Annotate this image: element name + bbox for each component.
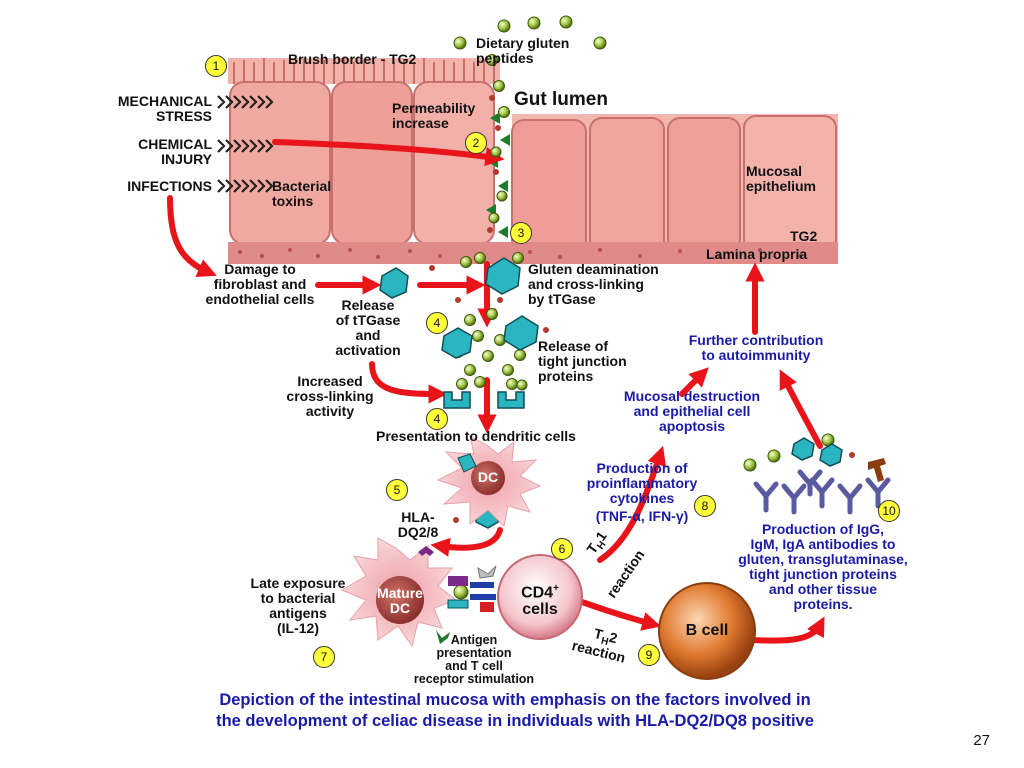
mechanical-stress-label: MECHANICAL STRESS bbox=[117, 93, 212, 124]
release-tight-label: Release of tight junction proteins bbox=[538, 338, 627, 384]
arrow-th1 bbox=[597, 445, 667, 563]
basement-granules bbox=[238, 248, 802, 259]
epithelial-cell bbox=[667, 117, 741, 253]
step-9-badge: 9 bbox=[638, 644, 660, 666]
arrow-injury-to-gap bbox=[272, 139, 505, 167]
figure-caption: Depiction of the intestinal mucosa with … bbox=[216, 691, 814, 730]
further-contribution-label: Further contribution to autoimmunity bbox=[688, 332, 824, 363]
antigen-presentation-label: Antigen presentation and T cell receptor… bbox=[413, 633, 535, 686]
mucosal-destruction-label: Mucosal destruction and epithelial cell … bbox=[623, 388, 761, 434]
arrow-ig-to-destruction bbox=[779, 369, 823, 449]
cd4-t-cell bbox=[497, 554, 583, 640]
ttgase-cube bbox=[503, 315, 539, 351]
dc-nucleus bbox=[471, 461, 505, 495]
ttgase-cube bbox=[485, 257, 521, 295]
step-5-badge: 5 bbox=[386, 479, 408, 501]
mature-dc-nucleus bbox=[376, 576, 424, 624]
mucosal-epithelium-label: Mucosal epithelium bbox=[746, 163, 817, 194]
microvilli bbox=[233, 58, 495, 84]
b-cell-label: B cell bbox=[685, 622, 729, 639]
step-8-badge: 8 bbox=[694, 495, 716, 517]
brush-border-label: Brush border - TG2 bbox=[288, 51, 417, 67]
production-ig-label: Production of IgG, IgM, IgA antibodies t… bbox=[738, 521, 908, 612]
mhc-receptors bbox=[443, 391, 525, 409]
cd4-cells-label: CD4+cells bbox=[521, 583, 559, 619]
arrow-destruction-to-further bbox=[679, 367, 709, 397]
infections-label: INFECTIONS bbox=[127, 178, 212, 194]
signal-molecules bbox=[429, 95, 855, 523]
arrow-bcell-to-antibodies bbox=[749, 616, 825, 644]
arrow-infections-to-damage bbox=[167, 195, 217, 278]
permeability-label: Permeability increase bbox=[392, 100, 476, 131]
arrow-crosslink-to-complex bbox=[369, 361, 448, 404]
antibodies bbox=[753, 469, 891, 515]
release-ttgase-label: Release of tTGase and activation bbox=[335, 297, 401, 358]
step-4-badge-bottom: 4 bbox=[426, 408, 448, 430]
step-2-badge: 2 bbox=[465, 132, 487, 154]
ttgase-cube bbox=[441, 327, 473, 359]
increased-crosslinking-label: Increased cross-linking activity bbox=[286, 373, 374, 419]
page-number: 27 bbox=[973, 732, 990, 749]
production-proinflam-label: Production of proinflammatory cytokines bbox=[586, 460, 698, 506]
ttgase-cube bbox=[819, 443, 843, 467]
step-6-badge: 6 bbox=[551, 538, 573, 560]
dendritic-cell bbox=[436, 435, 542, 528]
gluten-deamination-label: Gluten deamination and cross-linking by … bbox=[528, 261, 659, 307]
hla-label: HLA- DQ2/8 bbox=[397, 509, 439, 540]
arrow-dc-to-mature bbox=[430, 527, 503, 557]
tg2-label: TG2 bbox=[790, 228, 818, 244]
chevrons bbox=[217, 95, 274, 193]
ttgase-cube bbox=[791, 437, 815, 461]
immune-synapse bbox=[447, 565, 497, 612]
arrows bbox=[167, 139, 825, 644]
t-shaped-protein bbox=[868, 458, 886, 482]
b-cell bbox=[658, 582, 756, 680]
tnf-ifn-label: (TNF-α, IFN-γ) bbox=[595, 508, 689, 524]
tight-junction-markers bbox=[486, 112, 510, 238]
step-4-badge-top: 4 bbox=[426, 312, 448, 334]
epithelial-cell bbox=[589, 117, 665, 253]
dietary-gluten-label: Dietary gluten peptides bbox=[476, 35, 570, 66]
mature-dc-label: Mature DC bbox=[377, 585, 423, 616]
late-exposure-label: Late exposure to bacterial antigens (IL-… bbox=[250, 575, 346, 636]
gut-lumen-label: Gut lumen bbox=[514, 89, 608, 110]
step-10-badge: 10 bbox=[878, 500, 900, 522]
mature-dendritic-cell bbox=[340, 537, 458, 648]
step-1-badge: 1 bbox=[205, 55, 227, 77]
damage-label: Damage to fibroblast and endothelial cel… bbox=[205, 261, 315, 307]
chemical-injury-label: CHEMICAL INJURY bbox=[138, 136, 212, 167]
bacterial-toxins-label: Bacterial toxins bbox=[272, 178, 332, 209]
arrow-th2 bbox=[579, 599, 662, 631]
step-3-badge: 3 bbox=[510, 222, 532, 244]
ttgase-cubes bbox=[379, 257, 843, 529]
ttgase-cube bbox=[379, 267, 409, 299]
dc-label: DC bbox=[477, 469, 499, 485]
presentation-dc-label: Presentation to dendritic cells bbox=[376, 428, 576, 444]
basement-membrane bbox=[228, 242, 838, 264]
lamina-propria-label: Lamina propria bbox=[706, 246, 808, 262]
step-7-badge: 7 bbox=[313, 646, 335, 668]
epithelium-layer bbox=[228, 58, 838, 264]
